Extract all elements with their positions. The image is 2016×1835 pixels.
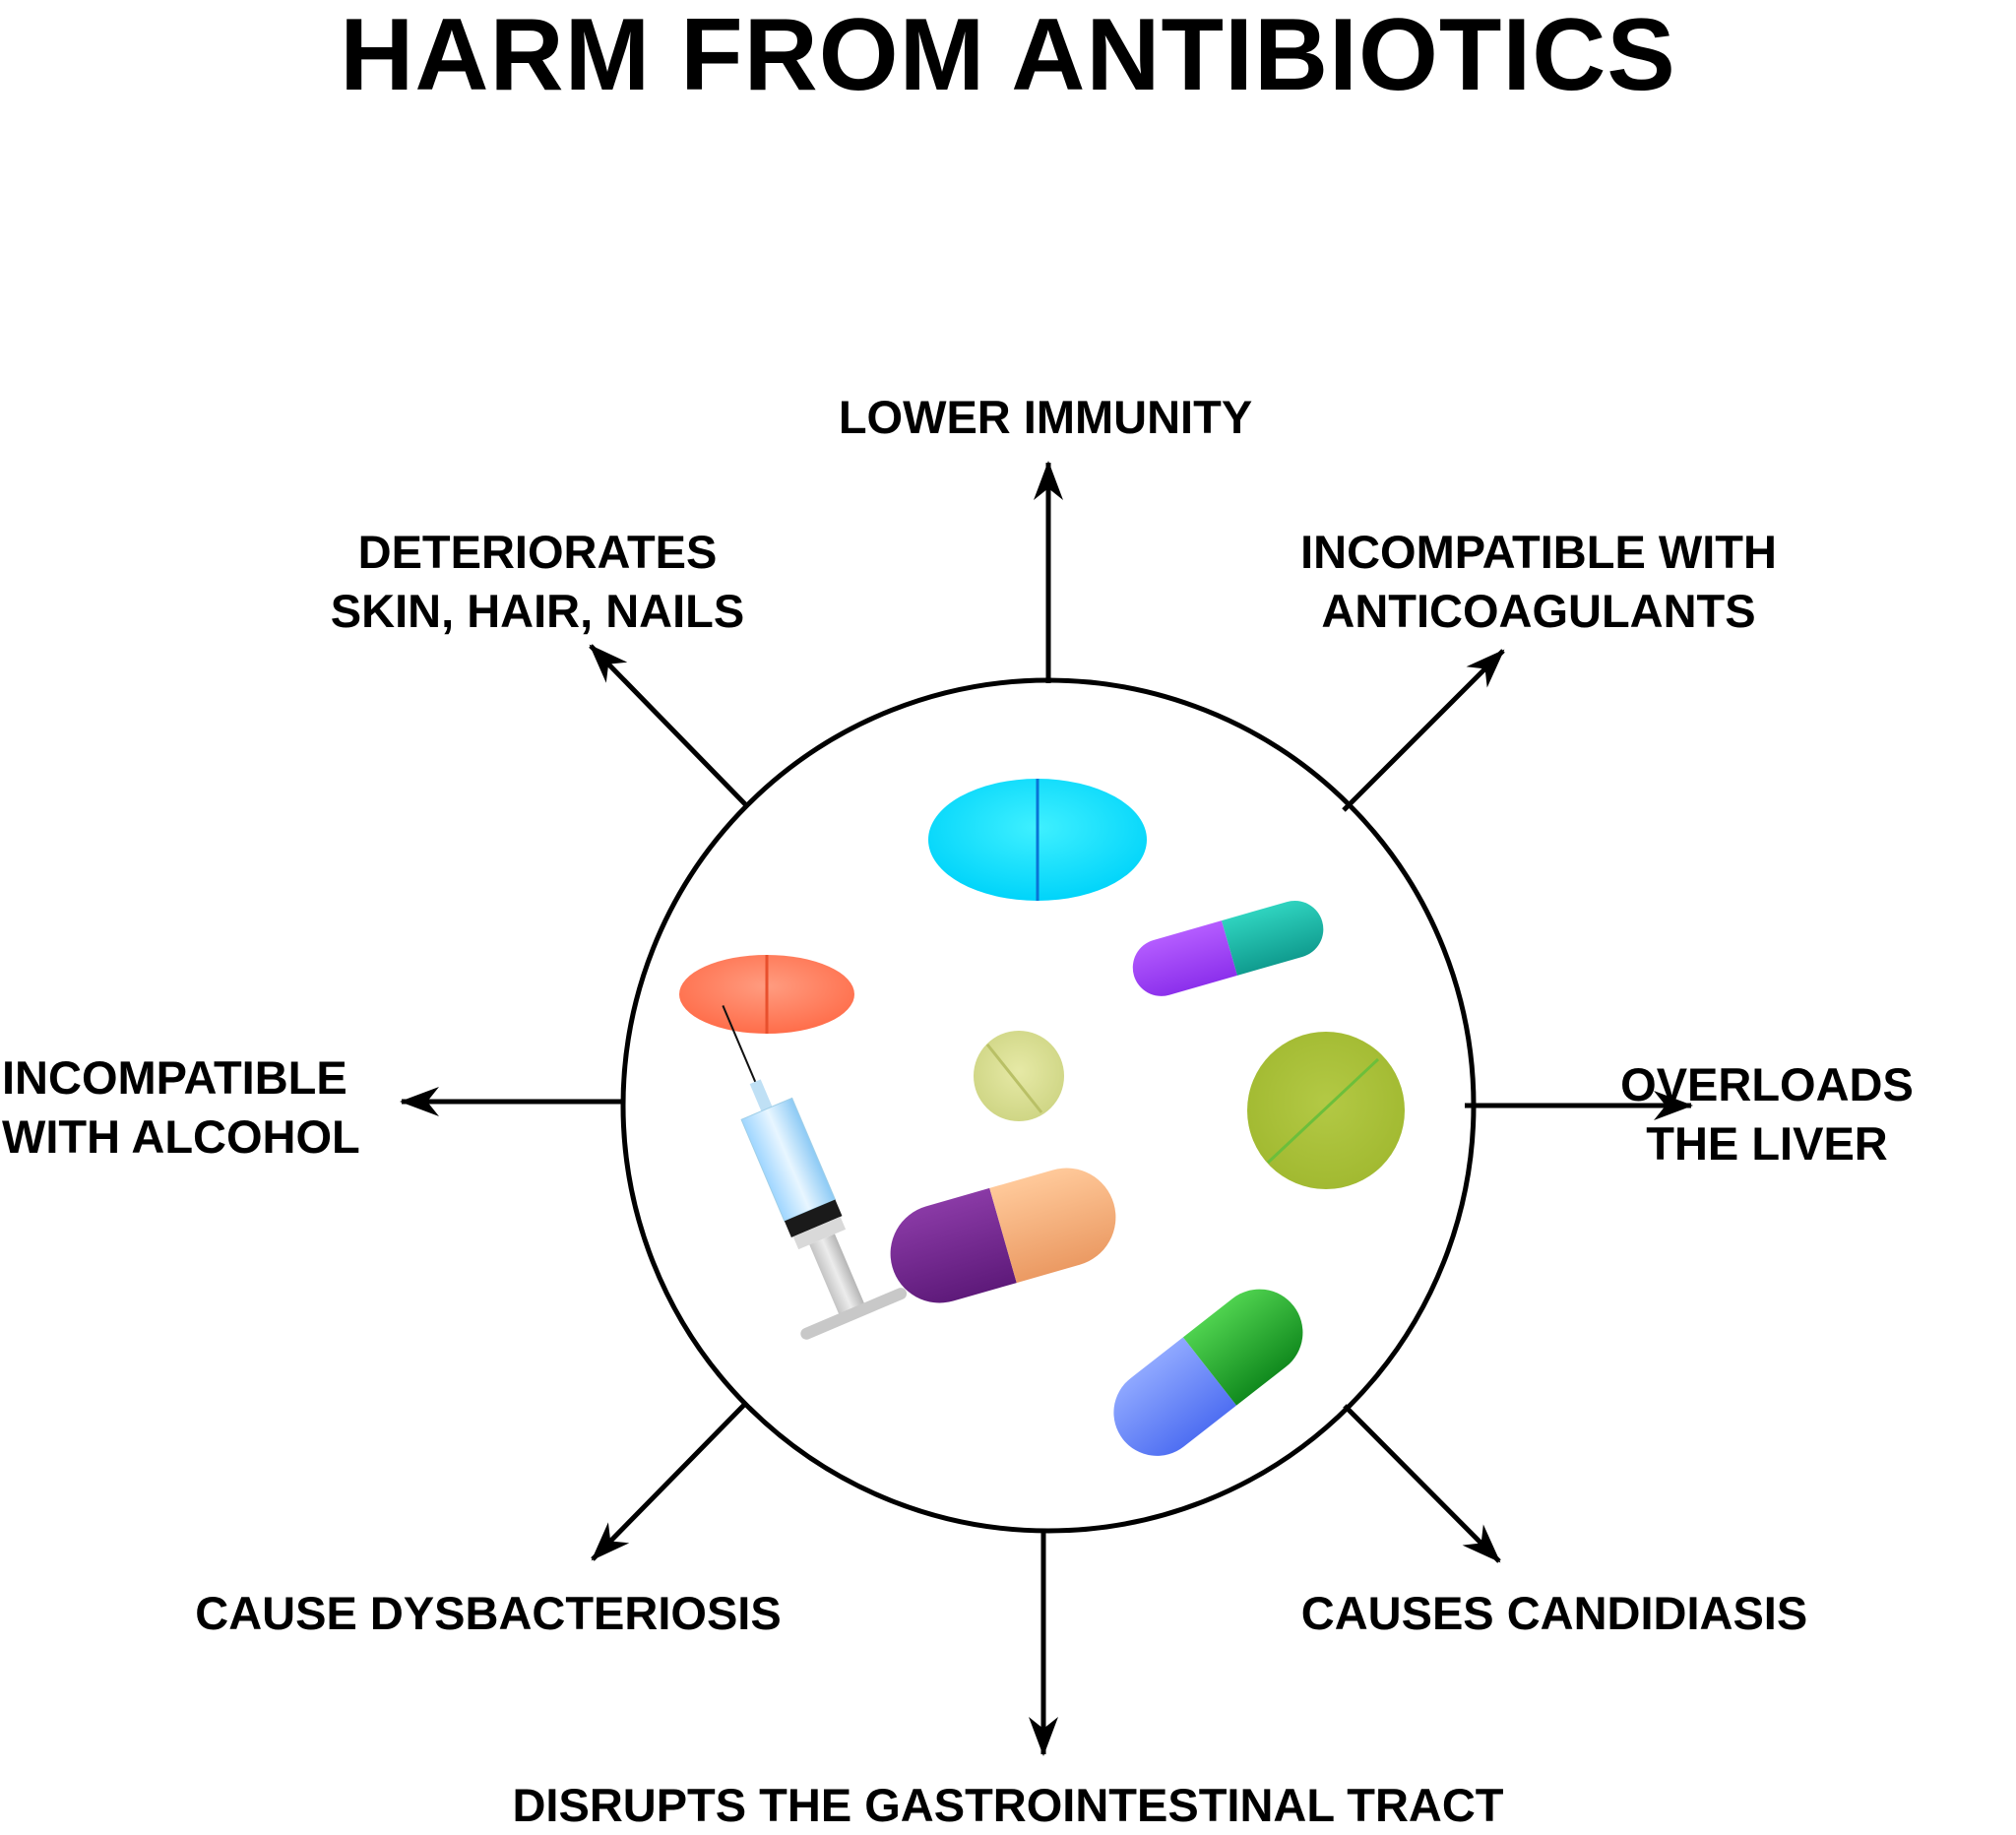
arrow-bottom-left — [591, 1403, 746, 1561]
purple-teal-capsule-icon — [1132, 900, 1324, 996]
label-lower-immunity: LOWER IMMUNITY — [838, 391, 1253, 443]
arrow-top-left — [589, 644, 750, 809]
label-incompatible-anticoagulants: INCOMPATIBLE WITH ANTICOAGULANTS — [1300, 526, 1777, 637]
large-green-round-tablet-icon — [1247, 1032, 1405, 1189]
purple-orange-capsule-icon — [890, 1168, 1116, 1303]
small-round-tablet-icon — [974, 1031, 1064, 1121]
page-title: HARM FROM ANTIBIOTICS — [340, 0, 1676, 112]
label-deteriorates-skin: DETERIORATES SKIN, HAIR, NAILS — [330, 526, 745, 637]
syringe-icon — [722, 1005, 908, 1340]
orange-oval-tablet-icon — [679, 955, 854, 1034]
label-gastrointestinal: DISRUPTS THE GASTROINTESTINAL TRACT — [512, 1779, 1504, 1831]
arrow-top-right — [1342, 649, 1505, 812]
label-overloads-liver: OVERLOADS THE LIVER — [1620, 1058, 1914, 1170]
blue-oval-tablet-icon — [928, 779, 1147, 901]
label-dysbacteriosis: CAUSE DYSBACTERIOSIS — [195, 1587, 782, 1639]
arrow-bottom-right — [1343, 1404, 1501, 1563]
label-candidiasis: CAUSES CANDIDIASIS — [1300, 1587, 1808, 1639]
blue-green-capsule-icon — [1113, 1289, 1303, 1456]
label-incompatible-alcohol: INCOMPATIBLE WITH ALCOHOL — [2, 1051, 360, 1163]
